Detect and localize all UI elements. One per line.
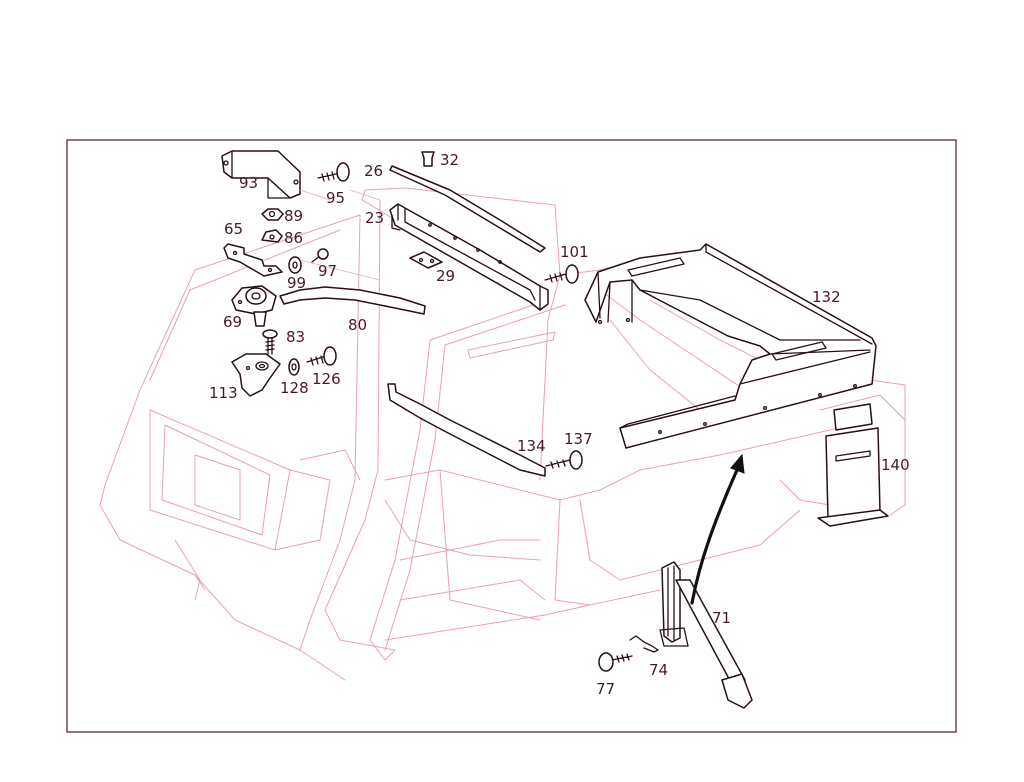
callout-113: 113 (209, 384, 238, 402)
callout-23: 23 (365, 209, 384, 227)
callout-32: 32 (440, 151, 459, 169)
callout-126: 126 (312, 370, 341, 388)
callout-89: 89 (284, 207, 303, 225)
part-101-screw (544, 264, 579, 284)
callout-labels: 93 95 26 32 89 86 65 97 99 23 29 101 69 80 83 132 113 128… (209, 151, 910, 698)
diagram-frame (66, 139, 957, 733)
callout-65: 65 (224, 220, 243, 238)
callout-83: 83 (286, 328, 305, 346)
part-89-nut (261, 208, 284, 221)
part-26-strip (389, 165, 546, 253)
part-99-washer (288, 256, 302, 274)
callout-97: 97 (318, 262, 337, 280)
part-23-roof-bar (389, 203, 549, 311)
part-29-clip (409, 251, 443, 269)
part-93-bracket (221, 150, 301, 199)
part-69-hinge (231, 285, 277, 327)
part-134-side-bar (387, 383, 546, 477)
callout-80: 80 (348, 316, 367, 334)
part-77-bolt (598, 652, 633, 672)
leader-lines (299, 189, 381, 281)
part-128-washer (288, 358, 300, 376)
part-140-panel (817, 403, 889, 527)
callout-137: 137 (564, 430, 593, 448)
callout-86: 86 (284, 229, 303, 247)
part-126-bolt (306, 346, 337, 366)
part-65-bracket (223, 243, 283, 277)
callout-140: 140 (881, 456, 910, 474)
callout-77: 77 (596, 680, 615, 698)
assembly-arrow (690, 453, 745, 605)
callout-128: 128 (280, 379, 309, 397)
vehicle-body-outline (99, 187, 906, 681)
part-137-screw (545, 450, 583, 470)
callout-101: 101 (560, 243, 589, 261)
callout-99: 99 (287, 274, 306, 292)
part-71-seat-belt (659, 561, 753, 709)
callout-29: 29 (436, 267, 455, 285)
part-86-washer (261, 229, 283, 243)
callout-95: 95 (326, 189, 345, 207)
callout-132: 132 (812, 288, 841, 306)
part-132-rear-tub (584, 243, 877, 449)
callout-134: 134 (517, 437, 546, 455)
part-113-mount (231, 353, 281, 397)
part-74-clip (629, 635, 659, 653)
part-97-bolt (311, 248, 329, 263)
callout-93: 93 (239, 174, 258, 192)
callout-71: 71 (712, 609, 731, 627)
callout-69: 69 (223, 313, 242, 331)
part-95-screw (317, 162, 350, 182)
part-32-plug (421, 151, 435, 167)
callout-26: 26 (364, 162, 383, 180)
part-80-arm (279, 286, 426, 315)
callout-74: 74 (649, 661, 668, 679)
part-83-bolt (262, 329, 278, 355)
